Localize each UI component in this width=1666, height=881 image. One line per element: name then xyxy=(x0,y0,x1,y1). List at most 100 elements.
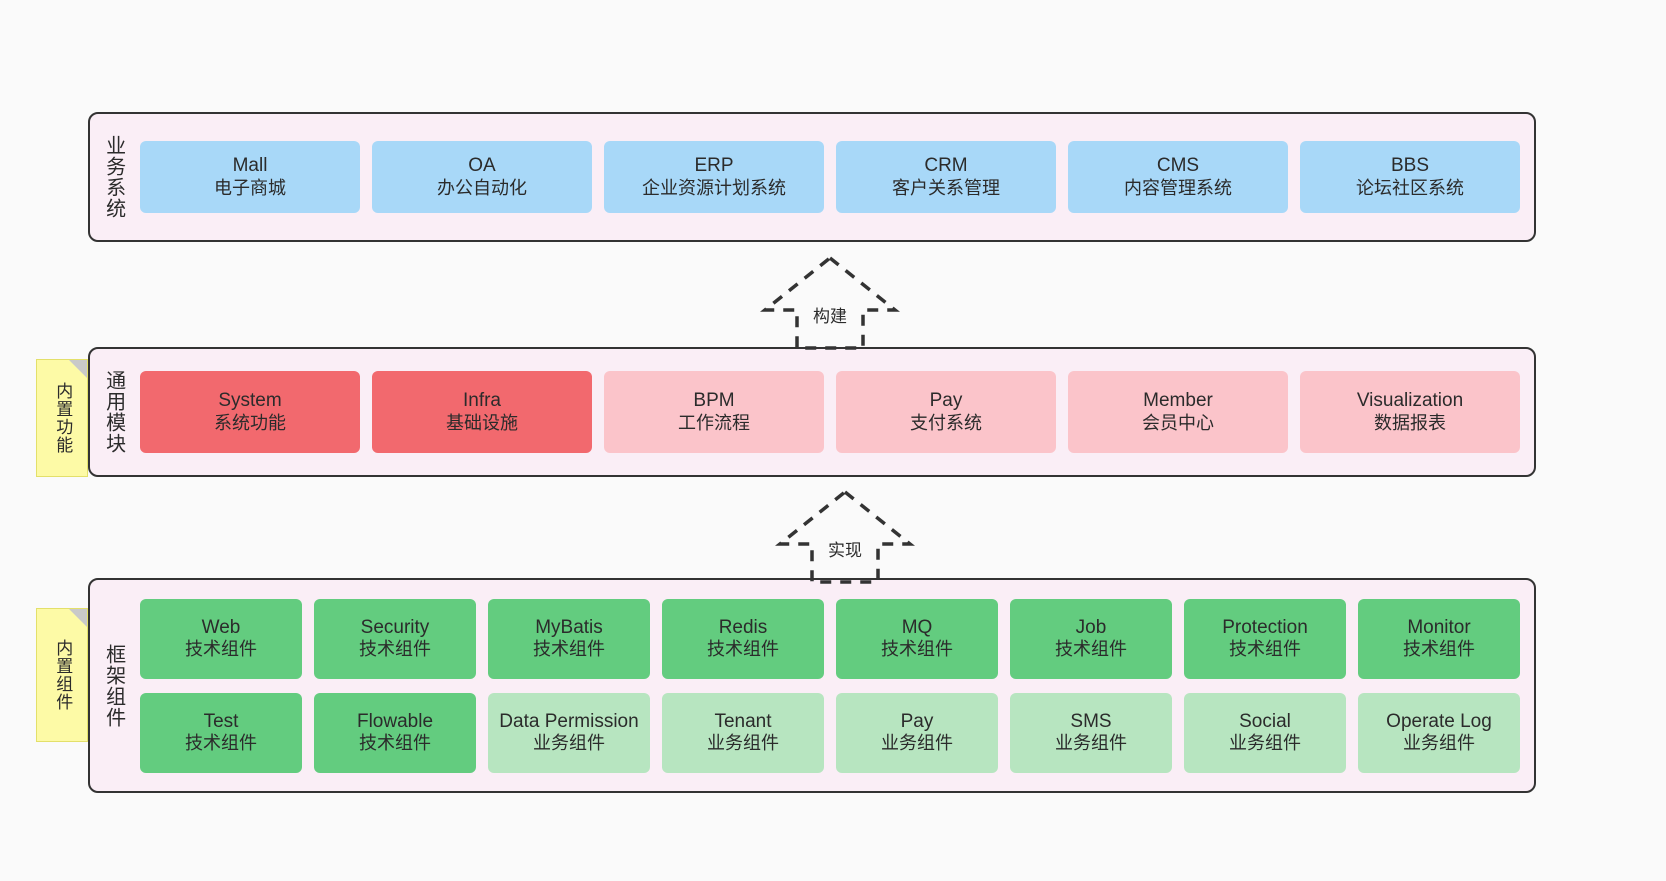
card-title: MyBatis xyxy=(535,616,603,638)
card-member[interactable]: Member 会员中心 xyxy=(1068,371,1288,453)
card-subtitle: 论坛社区系统 xyxy=(1356,177,1464,198)
card-job[interactable]: Job 技术组件 xyxy=(1010,598,1172,679)
layer-body-business-system: Mall 电子商城 OA 办公自动化 ERP 企业资源计划系统 CRM 客户关系… xyxy=(136,114,1534,240)
card-title: Mall xyxy=(232,155,268,177)
card-cms[interactable]: CMS 内容管理系统 xyxy=(1068,141,1288,213)
card-system[interactable]: System 系统功能 xyxy=(140,371,360,453)
card-title: CMS xyxy=(1156,155,1200,177)
card-subtitle: 数据报表 xyxy=(1374,412,1446,433)
card-flowable[interactable]: Flowable 技术组件 xyxy=(314,692,476,773)
card-title: Job xyxy=(1075,616,1107,638)
card-subtitle: 业务组件 xyxy=(1229,733,1301,754)
card-subtitle: 业务组件 xyxy=(707,733,779,754)
card-title: Redis xyxy=(718,616,768,638)
card-subtitle: 业务组件 xyxy=(1403,733,1475,754)
layer-framework-components: 框架组件 Web 技术组件 Security 技术组件 MyBatis 技术组件… xyxy=(88,578,1536,793)
card-subtitle: 基础设施 xyxy=(446,412,518,433)
layer-common-modules: 通用模块 System 系统功能 Infra 基础设施 BPM 工作流程 Pay… xyxy=(88,347,1536,477)
card-subtitle: 系统功能 xyxy=(214,412,286,433)
card-title: SMS xyxy=(1070,710,1112,732)
card-title: Security xyxy=(360,616,430,638)
card-subtitle: 技术组件 xyxy=(533,639,605,660)
card-subtitle: 技术组件 xyxy=(707,639,779,660)
card-subtitle: 技术组件 xyxy=(359,639,431,660)
card-subtitle: 会员中心 xyxy=(1142,412,1214,433)
card-title: ERP xyxy=(694,155,734,177)
card-title: Tenant xyxy=(714,710,772,732)
layer-business-system: 业务系统 Mall 电子商城 OA 办公自动化 ERP 企业资源计划系统 CRM… xyxy=(88,112,1536,242)
card-pay-component[interactable]: Pay 业务组件 xyxy=(836,692,998,773)
card-subtitle: 企业资源计划系统 xyxy=(642,177,786,198)
card-subtitle: 技术组件 xyxy=(359,733,431,754)
layer-body-common-modules: System 系统功能 Infra 基础设施 BPM 工作流程 Pay 支付系统… xyxy=(136,349,1534,475)
sticky-note-label: 内置组件 xyxy=(53,639,73,711)
card-mybatis[interactable]: MyBatis 技术组件 xyxy=(488,598,650,679)
card-test[interactable]: Test 技术组件 xyxy=(140,692,302,773)
card-mall[interactable]: Mall 电子商城 xyxy=(140,141,360,213)
card-operate-log[interactable]: Operate Log 业务组件 xyxy=(1358,692,1520,773)
card-subtitle: 电子商城 xyxy=(214,177,286,198)
card-title: Flowable xyxy=(356,710,434,732)
layer-title-common-modules: 通用模块 xyxy=(102,370,125,454)
card-title: BBS xyxy=(1390,155,1430,177)
card-title: Member xyxy=(1143,390,1213,412)
card-web[interactable]: Web 技术组件 xyxy=(140,598,302,679)
card-title: Pay xyxy=(929,390,963,412)
card-social[interactable]: Social 业务组件 xyxy=(1184,692,1346,773)
card-subtitle: 业务组件 xyxy=(881,733,953,754)
card-title: Visualization xyxy=(1356,390,1464,412)
layer-body-framework-components: Web 技术组件 Security 技术组件 MyBatis 技术组件 Redi… xyxy=(136,580,1534,791)
card-title: MQ xyxy=(901,616,933,638)
card-title: System xyxy=(218,390,282,412)
card-tenant[interactable]: Tenant 业务组件 xyxy=(662,692,824,773)
card-subtitle: 业务组件 xyxy=(533,733,605,754)
card-subtitle: 技术组件 xyxy=(1055,639,1127,660)
card-crm[interactable]: CRM 客户关系管理 xyxy=(836,141,1056,213)
connector-build: 构建 xyxy=(735,248,925,353)
card-infra[interactable]: Infra 基础设施 xyxy=(372,371,592,453)
card-title: Test xyxy=(203,710,239,732)
card-title: Pay xyxy=(900,710,934,732)
connector-implement: 实现 xyxy=(750,482,940,587)
card-security[interactable]: Security 技术组件 xyxy=(314,598,476,679)
card-title: CRM xyxy=(924,155,968,177)
card-subtitle: 业务组件 xyxy=(1055,733,1127,754)
card-subtitle: 技术组件 xyxy=(185,733,257,754)
card-visualization[interactable]: Visualization 数据报表 xyxy=(1300,371,1520,453)
dashed-up-arrow-icon xyxy=(775,489,915,584)
card-title: Infra xyxy=(462,390,502,412)
card-title: Data Permission xyxy=(499,710,639,732)
card-title: BPM xyxy=(693,390,735,412)
card-protection[interactable]: Protection 技术组件 xyxy=(1184,598,1346,679)
card-subtitle: 客户关系管理 xyxy=(892,177,1000,198)
card-title: Protection xyxy=(1222,616,1308,638)
card-mq[interactable]: MQ 技术组件 xyxy=(836,598,998,679)
sticky-note-builtin-features: 内置功能 xyxy=(36,359,88,477)
card-bpm[interactable]: BPM 工作流程 xyxy=(604,371,824,453)
card-bbs[interactable]: BBS 论坛社区系统 xyxy=(1300,141,1520,213)
card-subtitle: 办公自动化 xyxy=(437,177,527,198)
card-subtitle: 支付系统 xyxy=(910,412,982,433)
card-title: Social xyxy=(1239,710,1291,732)
card-oa[interactable]: OA 办公自动化 xyxy=(372,141,592,213)
card-subtitle: 内容管理系统 xyxy=(1124,177,1232,198)
card-monitor[interactable]: Monitor 技术组件 xyxy=(1358,598,1520,679)
framework-row-business: Test 技术组件 Flowable 技术组件 Data Permission … xyxy=(140,692,1520,773)
card-subtitle: 技术组件 xyxy=(881,639,953,660)
card-title: Web xyxy=(201,616,241,638)
card-subtitle: 技术组件 xyxy=(1403,639,1475,660)
card-subtitle: 工作流程 xyxy=(678,412,750,433)
card-pay-module[interactable]: Pay 支付系统 xyxy=(836,371,1056,453)
layer-title-framework-components: 框架组件 xyxy=(102,643,125,728)
card-data-permission[interactable]: Data Permission 业务组件 xyxy=(488,692,650,773)
card-erp[interactable]: ERP 企业资源计划系统 xyxy=(604,141,824,213)
card-title: Monitor xyxy=(1407,616,1471,638)
layer-title-business-system: 业务系统 xyxy=(102,135,125,219)
card-title: OA xyxy=(468,155,496,177)
card-subtitle: 技术组件 xyxy=(185,639,257,660)
folded-corner-icon xyxy=(69,360,87,378)
card-sms[interactable]: SMS 业务组件 xyxy=(1010,692,1172,773)
card-redis[interactable]: Redis 技术组件 xyxy=(662,598,824,679)
framework-row-tech: Web 技术组件 Security 技术组件 MyBatis 技术组件 Redi… xyxy=(140,598,1520,679)
